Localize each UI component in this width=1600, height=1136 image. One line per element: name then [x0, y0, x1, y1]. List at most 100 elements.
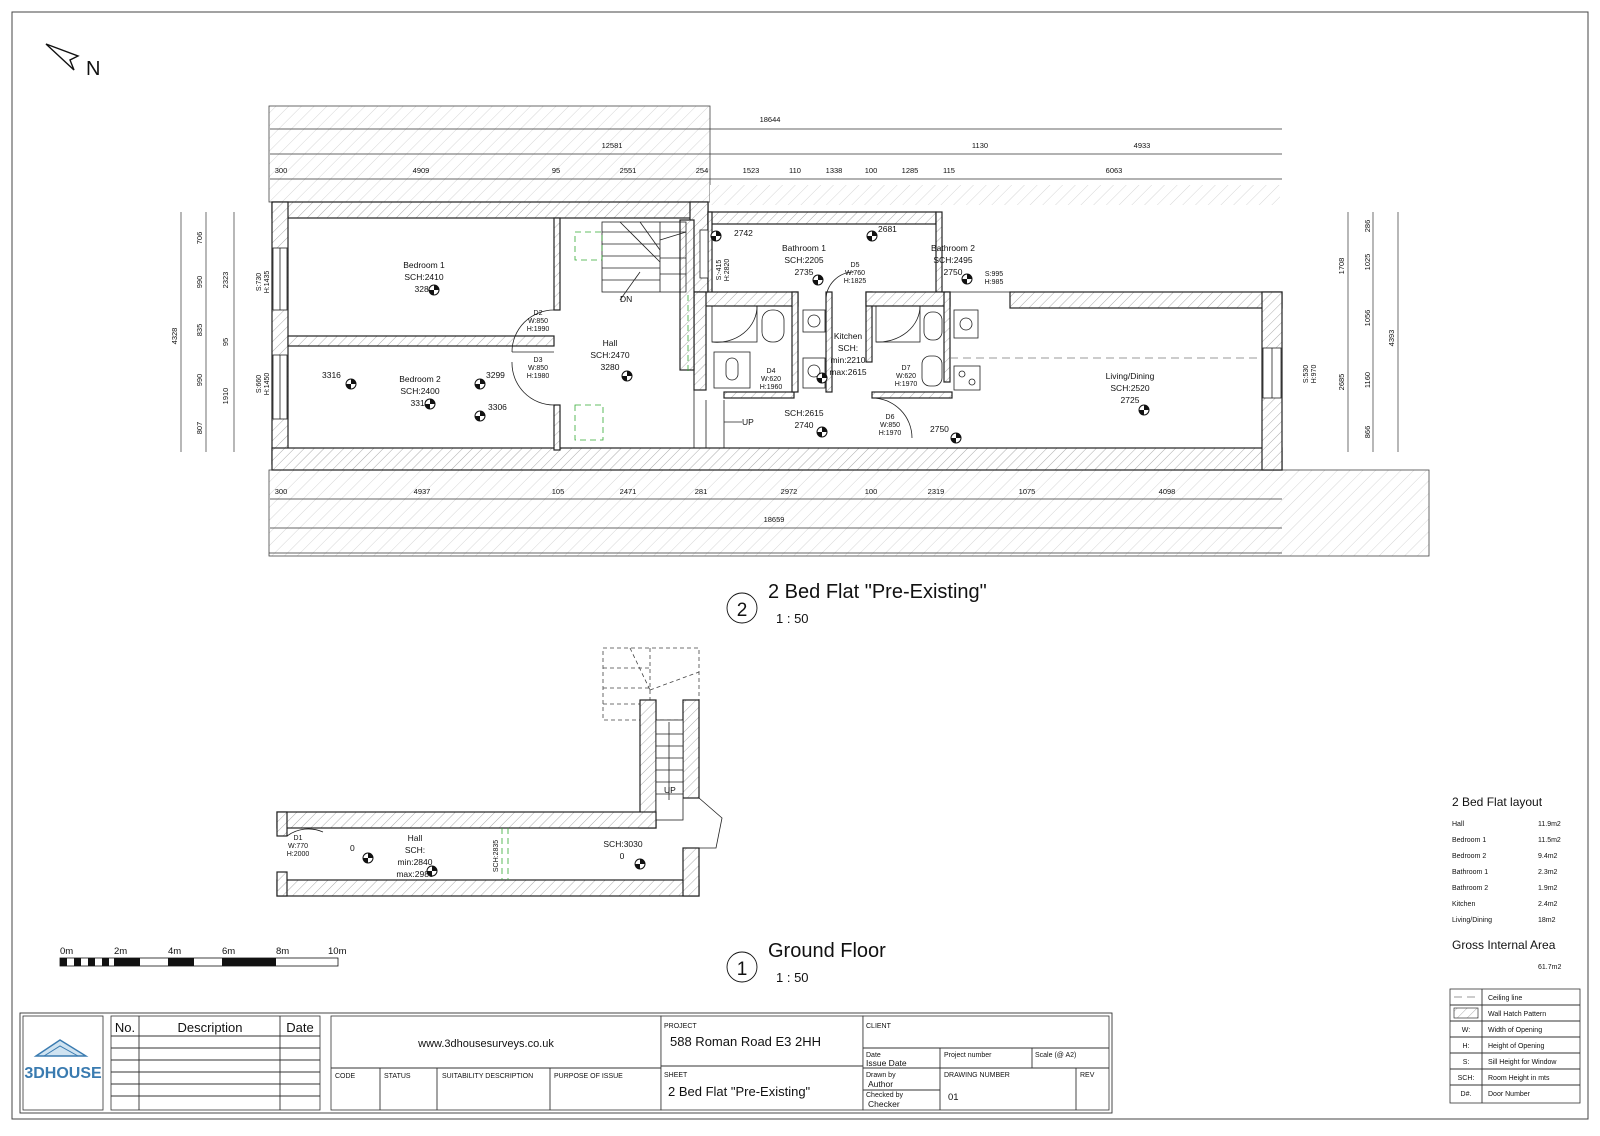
window-tag: H:2820: [724, 259, 731, 282]
legend-description: Door Number: [1488, 1091, 1531, 1098]
dim-label: 4098: [1159, 487, 1176, 496]
dim-label: 4933: [1134, 141, 1151, 150]
room-bathroom-2-name: Bathroom 2: [931, 243, 975, 253]
gia-title: Gross Internal Area: [1452, 938, 1556, 952]
room-bedroom-2-name: Bedroom 2: [399, 374, 441, 384]
plan-1-scale: 1 : 50: [776, 970, 809, 985]
door-tag: H:2000: [287, 851, 310, 858]
door-tag: D7: [902, 365, 911, 372]
room-living-level: 2725: [1121, 395, 1140, 405]
dim-label: 1708: [1337, 258, 1346, 275]
room-bathroom-2-sch: SCH:2495: [933, 255, 972, 265]
ground-hall-min: min:2840: [398, 857, 433, 867]
plan-1-number: 1: [737, 959, 748, 980]
scale-bar-label: 10m: [328, 946, 347, 957]
scale-bar-label: 2m: [114, 946, 127, 957]
window-tags: S:730 H:1435 S:660 H:1450 S:-415 H:2820 …: [256, 259, 1318, 396]
plan-1-title: 1 Ground Floor 1 : 50: [726, 940, 886, 985]
legend-description: Sill Height for Window: [1488, 1059, 1557, 1066]
adjacent-strip-top: [710, 185, 1280, 205]
dim-label: 300: [275, 487, 288, 496]
checked-by-value: Checker: [868, 1099, 900, 1109]
area-row-name: Bathroom 1: [1452, 869, 1488, 876]
spot-level-label: 2742: [734, 228, 753, 238]
window-tag: H:1435: [264, 271, 271, 294]
area-row-value: 11.5m2: [1538, 837, 1561, 844]
legend-key: D#.: [1461, 1091, 1472, 1098]
scale-bar-label: 6m: [222, 946, 235, 957]
room-hall-sch: SCH:2470: [590, 350, 629, 360]
windows: [272, 229, 1282, 420]
dim-label: 1910: [221, 388, 230, 405]
company-logo-text: 3DHOUSE: [24, 1065, 102, 1082]
spot-level-label: 3316: [322, 370, 341, 380]
plan-2-number: 2: [737, 600, 748, 621]
dim-label: 254: [696, 166, 709, 175]
dim-label: 835: [195, 324, 204, 337]
stair-up-label: UP: [742, 417, 754, 427]
ground-floor-walls: UP: [276, 647, 723, 897]
room-landing-sch: SCH:2615: [784, 408, 823, 418]
dim-label: 1523: [743, 166, 760, 175]
dim-label: 1338: [826, 166, 843, 175]
dim-label: 1075: [1019, 487, 1036, 496]
room-kitchen-name: Kitchen: [834, 331, 863, 341]
legend-description: Width of Opening: [1488, 1027, 1542, 1034]
area-row-name: Bathroom 2: [1452, 885, 1488, 892]
dim-label: 12581: [602, 141, 623, 150]
dim-label: 4328: [170, 328, 179, 345]
dim-label: 866: [1363, 426, 1372, 439]
dim-label: 2319: [928, 487, 945, 496]
room-hall-name: Hall: [603, 338, 618, 348]
door-tag: W:760: [845, 270, 865, 277]
area-row-value: 2.4m2: [1538, 901, 1558, 908]
window-tag: S:660: [256, 375, 263, 393]
ground-sch-3030: SCH:3030: [603, 839, 642, 849]
checked-by-label: Checked by: [866, 1092, 903, 1099]
drawing-number-label: DRAWING NUMBER: [944, 1072, 1010, 1079]
area-row-value: 18m2: [1538, 917, 1556, 924]
drawn-by-value: Author: [868, 1079, 893, 1089]
rev-label: REV: [1080, 1072, 1095, 1079]
code-header: STATUS: [384, 1073, 411, 1080]
legend-description: Ceiling line: [1488, 995, 1522, 1002]
room-landing-level: 2740: [795, 420, 814, 430]
legend: W: H: S: SCH: D#. Ceiling line Wall Hatc…: [1449, 988, 1581, 1104]
sheet-border: [11, 11, 1589, 1120]
spot-level-label: 0: [350, 843, 355, 853]
door-tag: D6: [886, 414, 895, 421]
dim-label: 100: [865, 487, 878, 496]
scale-bar: 0m 2m 4m 6m 8m 10m: [59, 946, 347, 967]
project-label: PROJECT: [664, 1023, 697, 1030]
ground-floor-labels: D1 W:770 H:2000 Hall SCH: min:2840 max:2…: [287, 833, 646, 879]
area-row-name: Living/Dining: [1452, 917, 1492, 924]
legend-description: Wall Hatch Pattern: [1488, 1011, 1546, 1018]
window-tag: S:530: [1303, 365, 1310, 383]
hatch-symbol: [1453, 1007, 1479, 1019]
dim-overall-top: 18644: [760, 115, 781, 124]
website: www.3dhousesurveys.co.uk: [417, 1038, 554, 1050]
ground-hall-name: Hall: [408, 833, 423, 843]
dim-label: 807: [195, 422, 204, 435]
room-bedroom-1-level: 3280: [415, 284, 434, 294]
area-schedule-title: 2 Bed Flat layout: [1452, 795, 1543, 809]
room-bedroom-1-sch: SCH:2410: [404, 272, 443, 282]
door-tag: D5: [851, 262, 860, 269]
north-label: N: [86, 58, 100, 80]
door-tag: D1: [294, 835, 303, 842]
right-dimensions: 286 1708 1025 1056 2685 1160 866 4393: [1337, 212, 1399, 452]
door-tag: H:1960: [760, 384, 783, 391]
dim-label: 990: [195, 374, 204, 387]
area-row-value: 11.9m2: [1538, 821, 1561, 828]
window-tag: H:970: [1311, 365, 1318, 384]
north-arrow-icon: N: [45, 43, 100, 80]
room-bathroom-1-sch: SCH:2205: [784, 255, 823, 265]
room-bedroom-2-level: 3313: [411, 398, 430, 408]
revision-header: Description: [177, 1020, 242, 1035]
spot-level-label: 0: [620, 851, 625, 861]
plan-1-name: Ground Floor: [768, 940, 886, 962]
legend-key: H:: [1463, 1043, 1470, 1050]
area-row-name: Hall: [1452, 821, 1465, 828]
dim-label: 1285: [902, 166, 919, 175]
